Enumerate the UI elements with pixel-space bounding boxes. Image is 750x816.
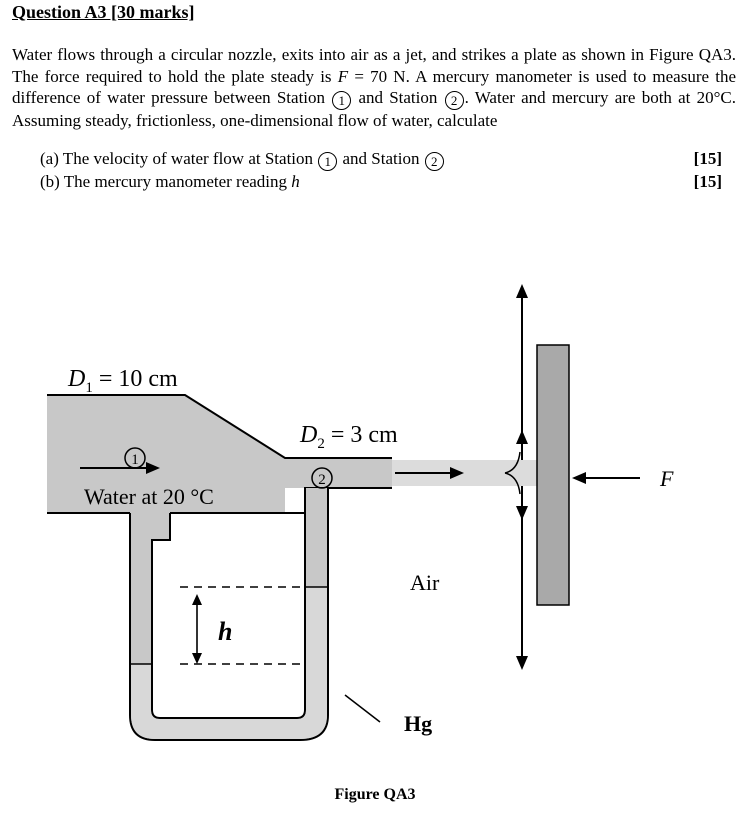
question-text: Water flows through a circular nozzle, e…: [12, 44, 736, 132]
station-2-circle: [311, 467, 333, 489]
part-b-prefix: (b) The mercury manometer reading: [40, 172, 292, 191]
d2-label: D2 = 3 cm: [300, 422, 398, 453]
d1-value: = 10 cm: [92, 366, 178, 392]
station-1-marker: 1: [318, 152, 338, 171]
nozzle-body: [47, 395, 392, 513]
part-a-prefix: (a) The velocity of water flow at Statio…: [40, 149, 318, 168]
h-label: h: [218, 617, 232, 646]
part-a-marks: [15]: [693, 149, 722, 168]
figure-caption: Figure QA3: [334, 786, 416, 803]
manometer-tube: [130, 488, 328, 740]
manometer-outline: [129, 488, 329, 741]
nozzle-outline-top: [47, 394, 392, 459]
station-2-marker: 2: [424, 152, 444, 171]
plate: [536, 344, 570, 606]
d1-label: D1 = 10 cm: [68, 366, 178, 397]
force-symbol: F: [337, 66, 349, 86]
part-b-text: (b) The mercury manometer reading h: [40, 171, 300, 193]
jet-arrow: [395, 467, 464, 479]
d2-value: = 3 cm: [324, 422, 398, 448]
question-title: Question A3 [30 marks]: [12, 2, 195, 22]
part-b-marks: [15]: [693, 172, 722, 191]
mercury-column: [131, 587, 327, 739]
question-text-part: = 70 N. A mercury manometer is used to m…: [12, 66, 737, 108]
station-2-number: 2: [318, 472, 326, 488]
hg-label: Hg: [404, 711, 432, 736]
force-arrow: [572, 472, 640, 484]
d1-subscript: 1: [85, 379, 93, 396]
deflected-flow-arrows: [504, 284, 528, 670]
water-label: Water at 20 °C: [84, 484, 214, 509]
question-text-part: . Water and mercury are both at 20°C. As…: [12, 88, 736, 130]
question-parts: (a) The velocity of water flow at Statio…: [40, 148, 722, 193]
part-a-mid: and Station: [338, 149, 424, 168]
d1-symbol: D: [68, 366, 86, 392]
h-dimension-arrow: [192, 594, 202, 664]
manometer-variable: h: [291, 172, 300, 191]
hg-leader-line: [344, 694, 381, 723]
air-label: Air: [410, 570, 440, 595]
d2-symbol: D: [300, 422, 318, 448]
part-b: (b) The mercury manometer reading h [15]: [40, 171, 722, 193]
station-1-circle: [124, 447, 146, 469]
f-label: F: [659, 466, 674, 491]
station-1-number: 1: [131, 452, 139, 468]
question-text-part: Water flows through a circular nozzle, e…: [12, 45, 736, 86]
part-a-text: (a) The velocity of water flow at Statio…: [40, 148, 445, 171]
question-text-part: and Station: [352, 88, 444, 107]
part-a: (a) The velocity of water flow at Statio…: [40, 148, 722, 171]
d2-subscript: 2: [317, 435, 325, 452]
